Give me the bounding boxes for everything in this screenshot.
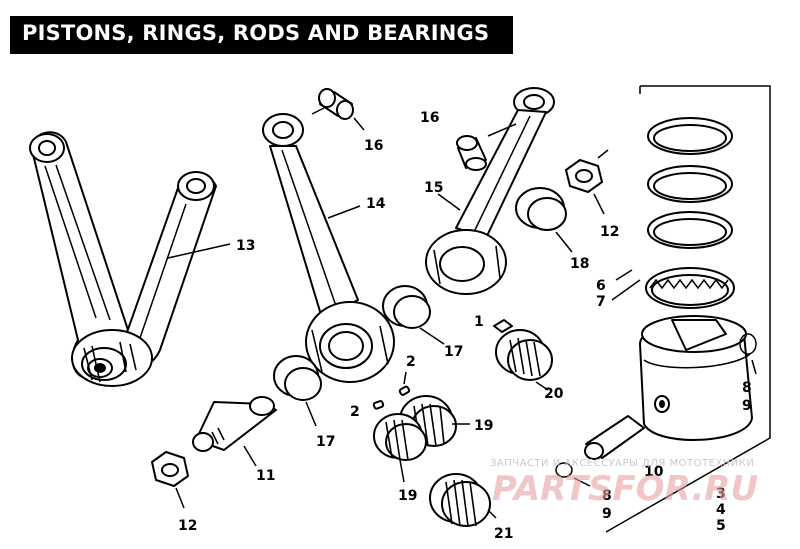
label-9-lower: 9: [602, 506, 612, 522]
bushing-16-upper: [318, 88, 365, 131]
label-19-lower: 19: [398, 488, 417, 504]
nut-12-lower: [151, 451, 189, 509]
needle-bearing-19-lower: [373, 413, 427, 483]
bearing-race-17-upper: [382, 285, 445, 345]
label-5: 5: [716, 518, 726, 534]
circlip-8-9-upper: [739, 333, 757, 375]
piston-rings-6-7: [615, 117, 735, 309]
label-8-lower: 8: [602, 488, 612, 504]
label-8-upper: 8: [742, 380, 752, 396]
label-13: 13: [236, 238, 255, 254]
label-12-lower: 12: [178, 518, 197, 534]
bushing-16-right: [456, 135, 487, 171]
circlip-8-9-lower: [555, 462, 591, 487]
label-6: 6: [596, 278, 606, 294]
label-17-upper: 17: [444, 344, 463, 360]
label-19-right: 19: [474, 418, 493, 434]
label-10: 10: [644, 464, 664, 480]
label-3: 3: [716, 486, 726, 502]
label-16-left: 16: [420, 110, 439, 126]
needle-bearing-20: [495, 329, 553, 391]
nut-12-upper: [565, 149, 609, 215]
piston-pin-10: [584, 415, 645, 460]
assembly-bracket: [605, 85, 771, 533]
label-17-lower: 17: [316, 434, 335, 450]
label-12-upper: 12: [600, 224, 619, 240]
watermark-logo: PARTSFOR.RU: [492, 469, 758, 509]
label-2-lower: 2: [350, 404, 360, 420]
label-9-upper: 9: [742, 398, 752, 414]
label-20: 20: [544, 386, 564, 402]
piston-3-4-5: [639, 315, 753, 441]
label-21: 21: [494, 526, 513, 542]
key-2-lower: [372, 400, 385, 410]
label-16-upper: 16: [364, 138, 383, 154]
label-7: 7: [596, 294, 606, 310]
label-2-upper: 2: [406, 354, 416, 370]
connecting-rod-14: [262, 107, 395, 383]
crank-pin-11: [192, 396, 277, 467]
bearing-race-18: [515, 187, 573, 253]
label-4: 4: [716, 502, 726, 518]
page-title: PISTONS, RINGS, RODS AND BEARINGS: [10, 16, 513, 54]
label-1: 1: [474, 314, 484, 330]
label-15: 15: [424, 180, 443, 196]
label-11: 11: [256, 468, 275, 484]
connecting-rod-pair-13: [29, 131, 231, 387]
roller-pin-1: [493, 319, 513, 333]
label-18: 18: [570, 256, 589, 272]
watermark-caption: ЗАПЧАСТИ И АКСЕССУАРЫ ДЛЯ МОТОТЕХНИКИ: [490, 458, 754, 469]
needle-bearing-21: [429, 473, 497, 527]
label-14: 14: [366, 196, 386, 212]
key-2-upper: [398, 371, 411, 396]
connecting-rod-15: [425, 87, 555, 295]
bearing-race-17-lower: [273, 355, 322, 427]
